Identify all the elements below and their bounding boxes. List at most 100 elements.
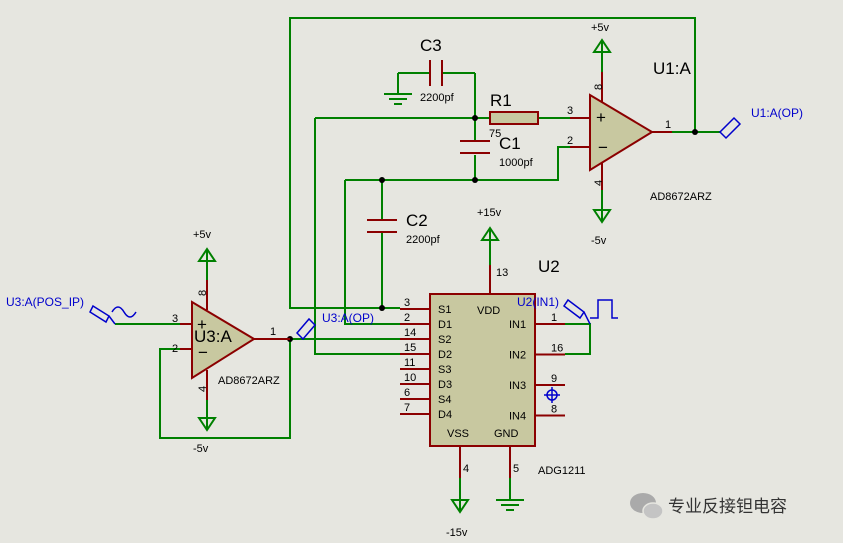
u3-vpos-label: +5v: [193, 229, 212, 241]
watermark: 专业反接钽电容: [630, 493, 787, 520]
generator-icon: [562, 298, 586, 320]
u3-pin3-label: 3: [172, 313, 178, 325]
u3-pin4-label: 4: [197, 386, 209, 392]
plus-sign: +: [197, 315, 207, 334]
u2-pin-name: S4: [438, 394, 451, 406]
sine-wave-icon: [111, 306, 137, 318]
probe-icon: [295, 317, 317, 341]
c2-capacitor[interactable]: C2 2200pf: [367, 211, 441, 246]
u3-vneg-supply: -5v: [193, 400, 217, 455]
c3-capacitor[interactable]: C3 2200pf: [398, 36, 475, 104]
r1-resistor[interactable]: R1 75: [489, 91, 539, 140]
u3-probe[interactable]: U3:A(OP): [295, 311, 374, 341]
in-tie-wire: [565, 323, 591, 355]
u2-pin-name: S2: [438, 334, 451, 346]
u1-pin2-label: 2: [567, 135, 573, 147]
u3-vpos-supply: +5v: [193, 229, 217, 280]
u2-pin-number: 8: [551, 404, 557, 416]
power-arrow-icon: [592, 209, 612, 224]
u2-input-label: U2(IN1): [517, 295, 559, 309]
u2-pin-number: 7: [404, 402, 410, 414]
junctions: [287, 115, 698, 342]
u3-feedback-wire: [159, 339, 291, 439]
c1-capacitor[interactable]: C1 1000pf: [460, 134, 534, 169]
u1-vpos-supply: +5v: [591, 22, 612, 72]
u2-vdd-pin-number: 13: [496, 267, 508, 279]
u1-pin1-label: 1: [665, 119, 671, 131]
u2-vdd-label: VDD: [477, 305, 500, 317]
u3-input-source[interactable]: U3:A(POS_IP): [6, 295, 137, 325]
u2-vss-supply: -15v: [446, 478, 470, 539]
u3-probe-label: U3:A(OP): [322, 311, 374, 325]
u1-probe-label: U1:A(OP): [751, 106, 803, 120]
u2-vdd-supply-label: +15v: [477, 207, 502, 219]
minus-sign: −: [598, 138, 608, 157]
u2-vss-label: VSS: [447, 428, 469, 440]
feedback-wire: [289, 17, 696, 309]
u2-pin-number: 15: [404, 342, 416, 354]
c3-label: C3: [420, 36, 442, 55]
junction-dot: [472, 115, 478, 121]
d2-wire: [314, 118, 400, 355]
u2-pin-name: IN3: [509, 380, 526, 392]
r1-body: [489, 111, 539, 125]
square-wave-icon: [590, 299, 618, 319]
u1-pin4-label: 4: [593, 180, 605, 186]
generator-icon: [89, 304, 110, 324]
u2-gnd-pin-number: 5: [513, 463, 519, 475]
r1-label: R1: [490, 91, 512, 110]
c3-value: 2200pf: [420, 92, 455, 104]
junction-dot: [472, 177, 478, 183]
ground-icon: [384, 93, 412, 105]
u1-opamp[interactable]: + − 3 2 1 8 4 U1:A AD8672ARZ: [567, 59, 712, 203]
u1-vpos-label: +5v: [591, 22, 610, 34]
u2-pin-name: D4: [438, 409, 452, 421]
plus-sign: +: [596, 108, 606, 127]
c1-value: 1000pf: [499, 157, 534, 169]
u2-body: [429, 293, 536, 447]
u2-pin-name: D3: [438, 379, 452, 391]
u3-opamp[interactable]: + − U3:A 3 2 1 8 4 AD8672ARZ: [172, 280, 290, 400]
u2-pin-name: IN1: [509, 319, 526, 331]
u2-vss-pin-number: 4: [463, 463, 469, 475]
junction-dot: [379, 305, 385, 311]
c2-value: 2200pf: [406, 234, 441, 246]
u3-triangle: [191, 300, 256, 380]
u1-triangle: [589, 93, 654, 172]
u2-pin-name: S1: [438, 304, 451, 316]
u2-pin-number: 6: [404, 387, 410, 399]
u2-pin-name: IN2: [509, 350, 526, 362]
no-connect-icon: [544, 387, 560, 403]
u2-pin-number: 11: [404, 357, 415, 369]
u1-pin8-label: 8: [593, 84, 605, 90]
u2-pin-name: S3: [438, 364, 451, 376]
r1-value: 75: [489, 128, 501, 140]
minus-sign: −: [198, 343, 208, 362]
u2-input-source[interactable]: U2(IN1): [517, 295, 618, 325]
u2-part-label: ADG1211: [538, 465, 586, 477]
watermark-text: 专业反接钽电容: [668, 497, 787, 516]
u1-vneg-label: -5v: [591, 235, 607, 247]
u2-pin-name: D2: [438, 349, 452, 361]
d1-wire: [344, 180, 400, 325]
u2-pin-number: 1: [551, 312, 557, 324]
u2-pin-number: 9: [551, 373, 557, 385]
power-arrow-icon: [197, 247, 217, 262]
u1-ref-label: U1:A: [653, 59, 691, 78]
c1-label: C1: [499, 134, 521, 153]
u3-pin2-label: 2: [172, 343, 178, 355]
u1-pin3-label: 3: [567, 105, 573, 117]
probe-icon: [718, 116, 742, 140]
u1-probe[interactable]: U1:A(OP): [718, 106, 803, 140]
wechat-icon: [630, 493, 664, 520]
power-arrow-icon: [480, 226, 500, 241]
u2-pin-number: 3: [404, 297, 410, 309]
u3-pin1-label: 1: [270, 326, 276, 338]
u3-input-label: U3:A(POS_IP): [6, 295, 84, 309]
power-arrow-icon: [450, 499, 470, 514]
u1-minus-wire: [345, 146, 570, 181]
